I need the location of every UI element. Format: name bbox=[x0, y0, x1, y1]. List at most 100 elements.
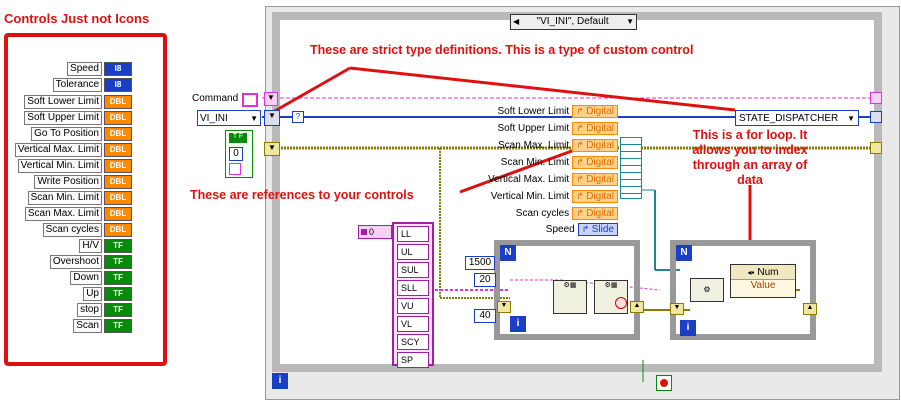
panel-title: Controls Just not Icons bbox=[4, 11, 150, 26]
control-terminal-icon[interactable]: TF bbox=[104, 303, 132, 317]
typedef-ref-scan-min-limit[interactable]: Scan Min. Limit↱ Digital bbox=[501, 156, 618, 169]
control-terminal-icon[interactable]: TF bbox=[104, 319, 132, 333]
control-terminal-icon[interactable]: I8 bbox=[104, 62, 132, 76]
typedef-ref-soft-lower-limit[interactable]: Soft Lower Limit↱ Digital bbox=[497, 105, 618, 118]
control-label: Up bbox=[83, 287, 102, 301]
state-dispatcher-enum[interactable]: STATE_DISPATCHER ▼ bbox=[735, 110, 859, 126]
property-node[interactable]: ◂▪ Num Value bbox=[730, 264, 796, 298]
enum-constant[interactable]: 0 bbox=[229, 147, 243, 161]
control-terminal-icon[interactable]: DBL bbox=[104, 207, 132, 221]
control-terminal-icon[interactable]: TF bbox=[104, 271, 132, 285]
annotation-for-loop: This is a for loop. It allows you to ind… bbox=[692, 128, 808, 187]
control-label: Down bbox=[70, 271, 102, 285]
typedef-label: Vertical Min. Limit bbox=[490, 191, 570, 202]
reference-icon: ↱ bbox=[576, 174, 587, 184]
typedef-ref-vertical-max-limit[interactable]: Vertical Max. Limit↱ Digital bbox=[488, 173, 618, 186]
while-shift-register-right-icon: ▲ bbox=[630, 301, 644, 313]
constant-1500[interactable]: 1500 bbox=[465, 256, 495, 270]
typedef-label: Soft Upper Limit bbox=[497, 123, 570, 134]
enum-dropdown-icon[interactable]: ▼ bbox=[250, 113, 258, 123]
typedef-label: Vertical Max. Limit bbox=[488, 174, 570, 185]
typedef-value: ↱ Digital bbox=[572, 105, 618, 118]
state-dispatcher-value: STATE_DISPATCHER bbox=[739, 112, 839, 124]
control-terminal-icon[interactable]: DBL bbox=[104, 95, 132, 109]
control-label: Tolerance bbox=[52, 78, 102, 92]
control-terminal-icon[interactable]: DBL bbox=[104, 175, 132, 189]
control-terminal-icon[interactable]: DBL bbox=[104, 143, 132, 157]
annotation-arrow-command bbox=[265, 66, 351, 118]
control-terminal-icon[interactable]: TF bbox=[104, 239, 132, 253]
control-label: Soft Lower Limit bbox=[24, 95, 102, 109]
control-terminal-icon[interactable]: DBL bbox=[104, 111, 132, 125]
case-selector-prev-icon[interactable]: ◀ bbox=[513, 17, 520, 26]
for-loop-iteration-icon: i bbox=[680, 320, 696, 336]
typedef-label: Scan cycles bbox=[515, 208, 570, 219]
control-terminal-icon[interactable]: I8 bbox=[104, 78, 132, 92]
control-label: Go To Position bbox=[31, 127, 102, 141]
for-loop-count-terminal: N bbox=[676, 245, 692, 261]
control-terminal-icon[interactable]: DBL bbox=[104, 159, 132, 173]
control-label: H/V bbox=[79, 239, 102, 253]
control-terminal-icon[interactable]: DBL bbox=[104, 127, 132, 141]
state-dispatcher-dropdown-icon[interactable]: ▼ bbox=[847, 113, 855, 123]
case-selector[interactable]: ◀ "VI_INI", Default ▼ bbox=[510, 14, 637, 30]
reference-icon: ↱ bbox=[576, 106, 587, 116]
loop-stop-icon bbox=[615, 297, 627, 309]
reference-icon: ↱ bbox=[576, 140, 587, 150]
to-more-specific-class-icon[interactable]: ⚙ bbox=[690, 278, 724, 302]
for-shift-register-right-icon: ▲ bbox=[803, 303, 817, 315]
bundle-input-constant[interactable]: 0 bbox=[358, 225, 392, 239]
annotation-references: These are references to your controls bbox=[190, 188, 414, 202]
reference-icon: ↱ bbox=[576, 123, 587, 133]
typedef-ref-speed[interactable]: Speed↱ Slide bbox=[546, 223, 618, 236]
control-label: Speed bbox=[67, 62, 102, 76]
control-label: Vertical Min. Limit bbox=[17, 159, 102, 173]
command-terminal[interactable] bbox=[242, 93, 258, 107]
property-node-ref-icon: ◂▪ bbox=[747, 267, 755, 277]
build-array-icon bbox=[620, 137, 642, 199]
constant-40[interactable]: 40 bbox=[474, 309, 496, 323]
typedef-ref-scan-cycles[interactable]: Scan cycles↱ Digital bbox=[516, 207, 618, 220]
bundle-item-vu: VU bbox=[397, 298, 429, 314]
command-enum[interactable]: VI_INI ▼ bbox=[197, 110, 261, 126]
control-terminal-icon[interactable]: DBL bbox=[104, 191, 132, 205]
typedef-value: ↱ Digital bbox=[572, 156, 618, 169]
outer-iteration-icon: i bbox=[272, 373, 288, 389]
typedef-ref-scan-max-limit[interactable]: Scan Max. Limit↱ Digital bbox=[498, 139, 618, 152]
typedef-ref-vertical-min-limit[interactable]: Vertical Min. Limit↱ Digital bbox=[491, 190, 618, 203]
case-selector-dropdown-icon[interactable]: ▼ bbox=[626, 17, 634, 26]
bundle-index: 0 bbox=[369, 227, 375, 237]
subvi-icon-1[interactable]: ⚙▦ bbox=[553, 280, 587, 314]
constant-20[interactable]: 20 bbox=[474, 273, 496, 287]
control-terminal-icon[interactable]: TF bbox=[104, 287, 132, 301]
control-terminal-icon[interactable]: DBL bbox=[104, 223, 132, 237]
typedef-value: ↱ Digital bbox=[572, 122, 618, 135]
stop-button-icon[interactable] bbox=[656, 375, 672, 391]
enum-shift-register-icon: ▼ bbox=[264, 110, 280, 126]
bundle-item-vl: VL bbox=[397, 316, 429, 332]
for-loop-frame bbox=[670, 240, 816, 340]
control-terminal-icon[interactable]: TF bbox=[104, 255, 132, 269]
typedef-label: Scan Max. Limit bbox=[498, 140, 570, 151]
typedef-ref-soft-upper-limit[interactable]: Soft Upper Limit↱ Digital bbox=[497, 122, 618, 135]
while-loop-frame bbox=[494, 240, 640, 340]
string-constant[interactable] bbox=[229, 163, 241, 175]
